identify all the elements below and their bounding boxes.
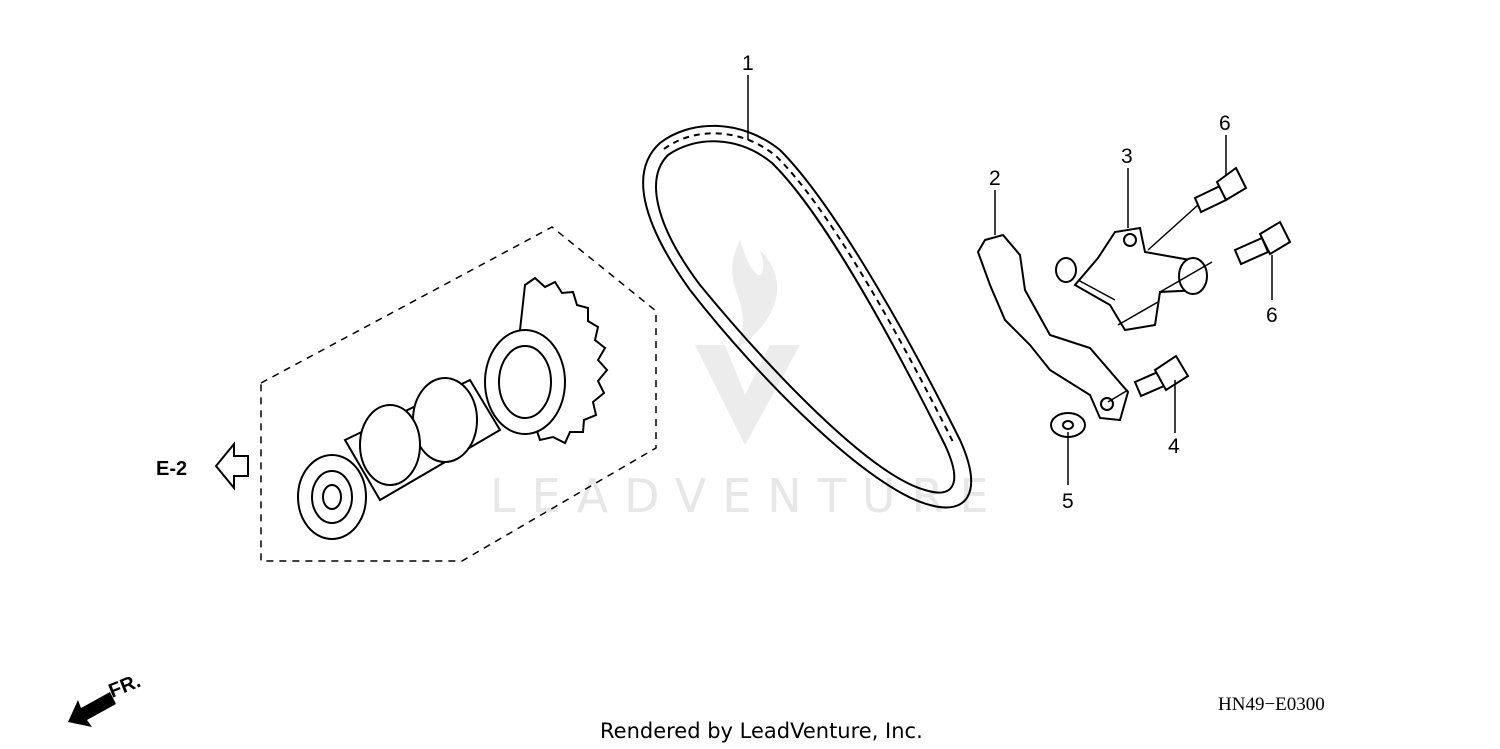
front-arrow-icon <box>68 692 116 727</box>
leader-lines <box>747 75 1273 485</box>
watermark-flame-icon <box>732 240 778 350</box>
watermark-text: LEADVENTURE <box>490 469 1005 523</box>
cam-bearing-rear-inner <box>498 345 552 419</box>
callout-2: 2 <box>989 167 1001 190</box>
credit-text: Rendered by LeadVenture, Inc. <box>600 719 923 743</box>
reference-arrow-icon <box>214 441 249 491</box>
callout-1: 1 <box>742 52 754 75</box>
cam-chain <box>642 124 973 509</box>
cam-lobe <box>412 377 478 463</box>
tensioner-slipper <box>976 233 1130 422</box>
callout-3: 3 <box>1121 145 1133 168</box>
tensioner-plunger <box>1178 257 1208 295</box>
callout-4: 4 <box>1168 435 1180 458</box>
tensioner-lifter <box>1055 226 1208 332</box>
tensioner-rod <box>1055 257 1077 283</box>
cam-chain-links <box>663 132 954 443</box>
reference-label: E-2 <box>156 458 187 480</box>
front-direction-indicator: FR. <box>68 670 144 727</box>
cam-chain-outer <box>642 124 973 509</box>
washer-hole <box>1062 420 1074 430</box>
camshaft-assembly-outline <box>260 226 657 562</box>
camshaft <box>297 276 609 540</box>
cam-chain-inner <box>655 140 956 494</box>
bolt-upper-right <box>1233 220 1292 266</box>
callout-6-bottom: 6 <box>1266 304 1278 327</box>
diagram-code: HN49−E0300 <box>1218 694 1325 715</box>
front-label: FR. <box>106 670 144 702</box>
bolt-lower <box>1133 354 1190 398</box>
cam-bearing-front-hub <box>322 484 342 510</box>
bolt-upper-left <box>1193 166 1248 214</box>
callout-6-top: 6 <box>1219 112 1231 135</box>
tensioner-mount-hole <box>1123 233 1137 247</box>
cam-lobe-2 <box>359 404 421 486</box>
callout-5: 5 <box>1062 490 1074 513</box>
